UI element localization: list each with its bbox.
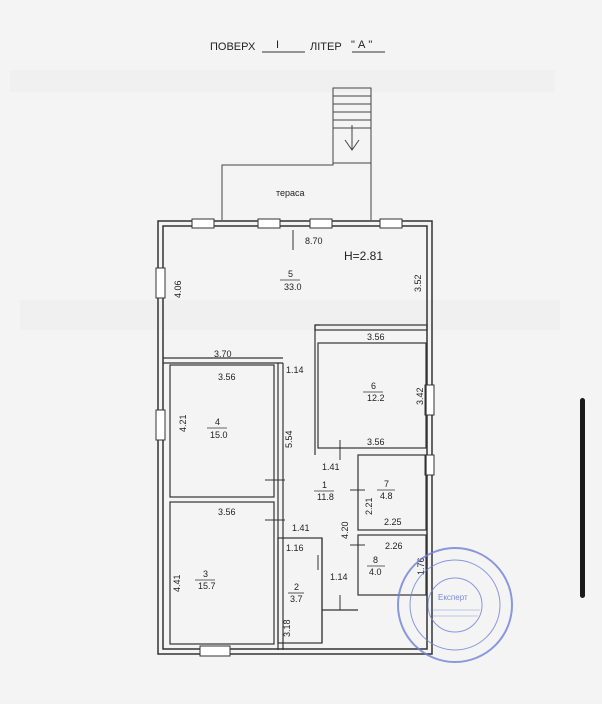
dim-height-7: 2.21	[364, 497, 374, 515]
dim-width-3-70: 3.70	[214, 349, 232, 359]
dim-width-3-top: 3.56	[218, 507, 236, 517]
floor-label: ПОВЕРХ	[210, 41, 256, 53]
room-1-area: 11.8	[317, 492, 334, 502]
dim-width-1-41-mid: 1.41	[292, 523, 310, 533]
dim-width-6-top: 3.56	[367, 332, 385, 342]
letter-label: ЛІТЕР	[310, 41, 342, 53]
dim-height-2: 3.18	[282, 619, 292, 637]
door-marks	[265, 230, 365, 610]
dim-height-3: 4.41	[172, 574, 182, 592]
room-2-number: 2	[294, 582, 299, 592]
windows	[155, 218, 435, 657]
room-5-number: 5	[288, 269, 293, 279]
room-6-area: 12.2	[367, 393, 385, 403]
dim-height-6: 3.42	[415, 387, 425, 405]
room-8-area: 4.0	[369, 567, 382, 577]
ceiling-height: H=2.81	[344, 249, 383, 263]
dim-width-8: 2.26	[385, 541, 403, 551]
dim-width-4-top: 3.56	[218, 372, 236, 382]
sheet-header: ПОВЕРХ I ЛІТЕР " А "	[210, 39, 385, 53]
expert-stamp: Експерт	[397, 547, 513, 663]
dim-width-7: 2.25	[384, 517, 402, 527]
floor-value: I	[276, 39, 279, 51]
room-labels: 5 33.0 6 12.2 4 15.0 1 11.8 7 4.8 3 15.7…	[195, 269, 395, 604]
dim-width-1-14-top: 1.14	[286, 365, 304, 375]
room-7-area: 4.8	[380, 491, 393, 501]
room-2-area: 3.7	[290, 594, 303, 604]
letter-value: " А "	[351, 39, 372, 51]
interior-walls	[163, 324, 428, 650]
room-4-area: 15.0	[210, 430, 228, 440]
dim-height-4: 4.21	[178, 414, 188, 432]
scrollbar[interactable]	[580, 398, 585, 598]
dim-left-height-5: 4.06	[173, 280, 183, 298]
dim-height-corridor: 5.54	[284, 430, 294, 448]
room-3-area: 15.7	[198, 581, 216, 591]
stamp-title: Експерт	[438, 593, 468, 602]
room-1-number: 1	[322, 480, 327, 490]
room-8-number: 8	[373, 555, 378, 565]
dim-height-4-20: 4.20	[340, 521, 350, 539]
dim-right-height-5: 3.52	[413, 274, 423, 292]
room-4-number: 4	[215, 417, 220, 427]
room-5-area: 33.0	[284, 282, 302, 292]
dim-width-6-bottom: 3.56	[367, 437, 385, 447]
dimensions: 8.70 4.06 3.52 3.56 3.70 1.14 3.56 4.21 …	[172, 236, 426, 637]
dim-width-1-41-top: 1.41	[322, 462, 340, 472]
dim-width-1-16: 1.16	[286, 543, 304, 553]
dim-height-8: 1.76	[416, 557, 426, 575]
dim-width-1-14-bottom: 1.14	[330, 572, 348, 582]
room-7-number: 7	[384, 479, 389, 489]
stairs	[332, 87, 372, 164]
room-6-number: 6	[371, 381, 376, 391]
room-3-number: 3	[203, 569, 208, 579]
terrace	[221, 163, 372, 220]
dim-top-width: 8.70	[305, 236, 323, 246]
terrace-label: тераса	[276, 188, 305, 198]
